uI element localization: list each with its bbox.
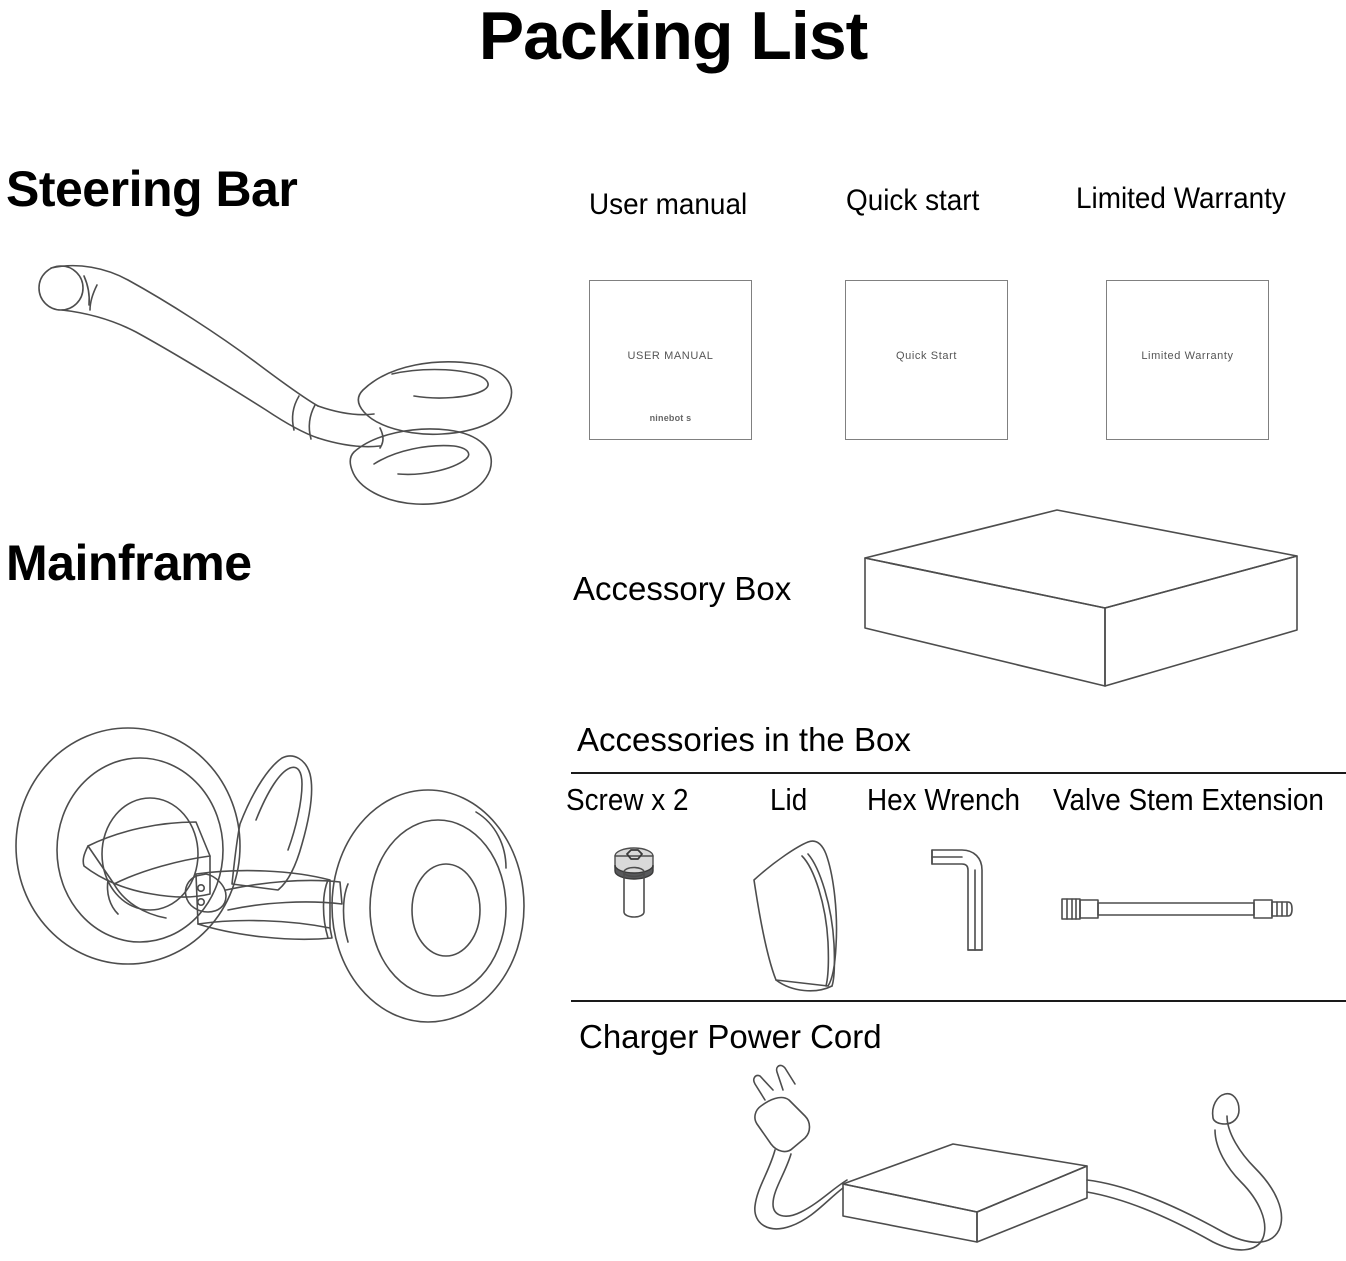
document-sheet-text-limited-warranty: Limited Warranty [1141,350,1234,362]
document-sheet-limited-warranty: Limited Warranty [1106,280,1269,440]
accessory-label-screw: Screw x 2 [566,782,689,817]
document-sheet-quick-start: Quick Start [845,280,1008,440]
steering-bar-illustration [18,238,518,523]
accessories-heading: Accessories in the Box [577,721,911,758]
document-sheet-text-user-manual: USER MANUAL [627,350,714,362]
document-label-quick-start: Quick start [846,184,980,217]
accessories-divider-top [571,772,1346,774]
accessory-box-label: Accessory Box [573,570,792,607]
document-sheet-user-manual: USER MANUAL ninebot s [589,280,752,440]
screw-illustration [598,840,670,924]
document-label-limited-warranty: Limited Warranty [1076,182,1286,215]
accessory-box-illustration [845,498,1305,698]
document-label-user-manual: User manual [589,188,748,221]
lid-illustration [742,822,868,998]
accessory-label-valve-stem-extension: Valve Stem Extension [1053,782,1324,817]
section-title-mainframe: Mainframe [6,535,252,591]
ninebot-logo: ninebot s [649,413,692,423]
accessories-divider-bottom [571,1000,1346,1002]
page-title: Packing List [478,0,869,74]
section-title-steering-bar: Steering Bar [6,161,298,217]
hex-wrench-illustration [918,838,1014,956]
mainframe-illustration [10,698,540,1028]
valve-stem-extension-illustration [1058,888,1294,930]
document-sheet-text-quick-start: Quick Start [895,350,957,362]
charger-power-cord-label: Charger Power Cord [579,1018,882,1055]
accessory-label-lid: Lid [770,782,808,817]
accessory-label-hex-wrench: Hex Wrench [867,782,1020,817]
charger-power-cord-illustration [735,1060,1295,1260]
